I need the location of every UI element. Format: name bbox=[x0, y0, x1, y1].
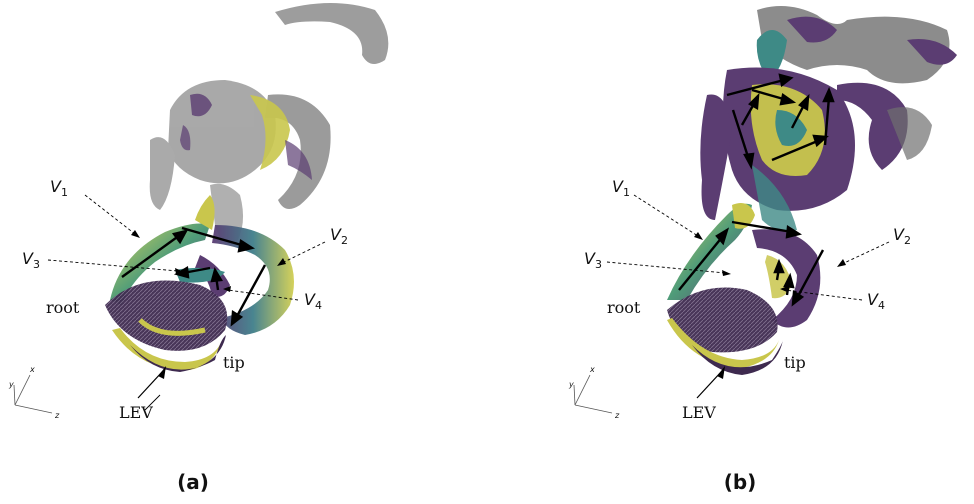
axis-label-x: x bbox=[589, 365, 595, 374]
label-v4: V4 bbox=[867, 290, 885, 312]
label-tip: tip bbox=[784, 353, 806, 372]
label-root: root bbox=[46, 298, 80, 317]
label-v1: V1 bbox=[50, 177, 68, 199]
label-v2: V2 bbox=[330, 225, 348, 247]
label-v1: V1 bbox=[612, 177, 630, 199]
annotation-arrowheads bbox=[131, 230, 286, 399]
wing bbox=[667, 287, 783, 375]
label-tip: tip bbox=[223, 353, 245, 372]
annotation-leaders bbox=[47, 194, 326, 411]
label-lev: LEV bbox=[682, 403, 716, 422]
annotation-arrowheads bbox=[694, 232, 846, 399]
colored-vortex-upper bbox=[180, 93, 312, 180]
wing bbox=[105, 280, 228, 372]
axis-label-x: x bbox=[29, 365, 35, 374]
label-v2: V2 bbox=[893, 225, 911, 247]
label-v3: V3 bbox=[584, 249, 602, 271]
label-root: root bbox=[607, 298, 641, 317]
label-lev: LEV bbox=[119, 403, 153, 422]
flow-arrows bbox=[121, 226, 267, 327]
flow-arrows bbox=[678, 73, 835, 307]
label-v3: V3 bbox=[22, 249, 40, 271]
axis-label-y: y bbox=[8, 380, 14, 389]
panel-b-visualization: V1 V2 V3 V4 root tip LEV x y z bbox=[568, 6, 957, 422]
axis-label-z: z bbox=[614, 411, 620, 420]
caption-a: (a) bbox=[177, 470, 209, 494]
label-v4: V4 bbox=[304, 290, 322, 312]
axis-triad bbox=[573, 374, 613, 414]
axis-triad bbox=[13, 374, 53, 414]
panel-b: V1 V2 V3 V4 root tip LEV x y z (b) bbox=[487, 0, 974, 504]
panel-a: V1 V2 V3 V4 root tip LEV x y z (a) bbox=[8, 2, 389, 494]
axis-label-z: z bbox=[54, 411, 60, 420]
wake-structures bbox=[700, 6, 957, 232]
panel-a-visualization: V1 V2 V3 V4 root tip LEV x y z bbox=[8, 2, 389, 422]
axis-label-y: y bbox=[568, 380, 574, 389]
annotation-leaders bbox=[606, 194, 890, 301]
caption-b: (b) bbox=[723, 470, 757, 494]
